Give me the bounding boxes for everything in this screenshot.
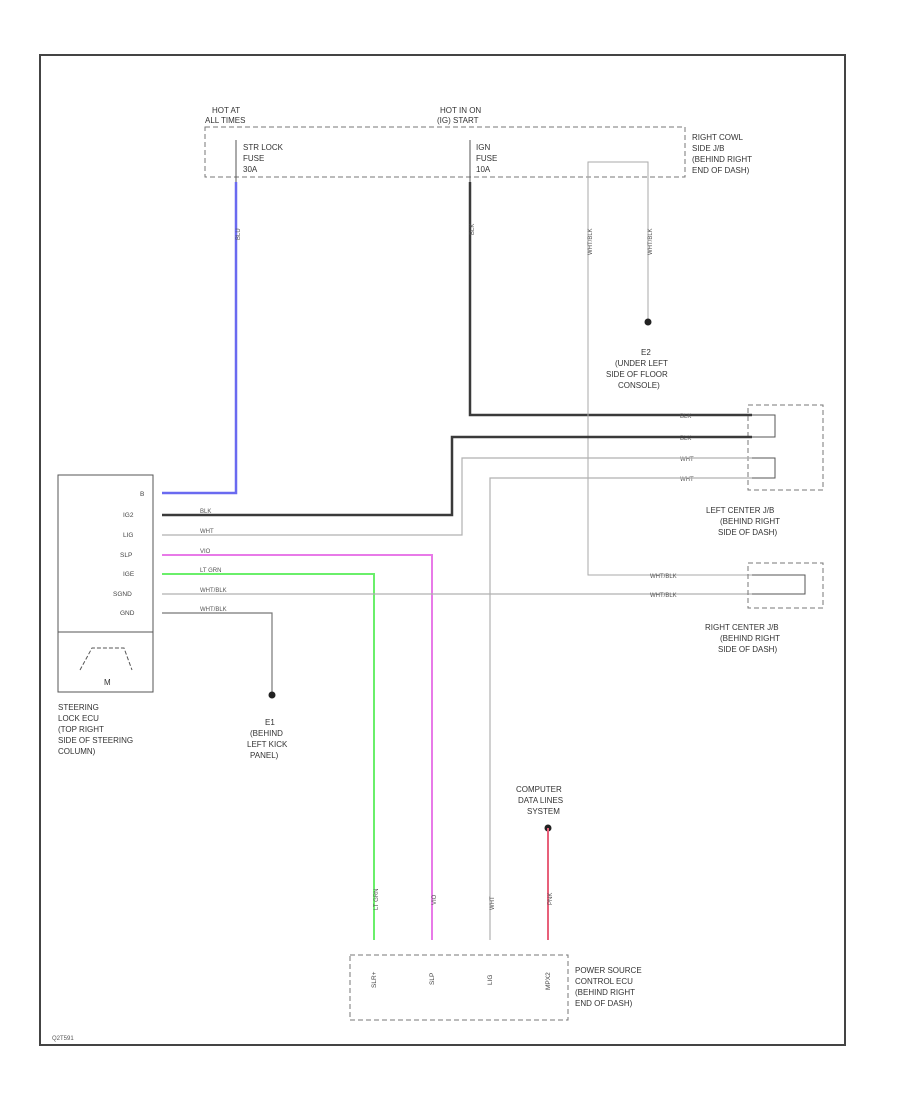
diagram-border <box>39 54 846 1046</box>
power-source-line2: CONTROL ECU <box>575 977 633 986</box>
fuse-right-line1: IGN <box>476 143 490 152</box>
header-right-line1: HOT IN ON <box>440 106 481 115</box>
power-source-line1: POWER SOURCE <box>575 966 642 975</box>
ecu-motor-symbol <box>79 647 133 671</box>
wire-label-vio-ps: VIO <box>432 894 438 905</box>
lcjb-line1: LEFT CENTER J/B <box>706 506 774 515</box>
rcjb-wire-label2: WHT/BLK <box>650 593 677 599</box>
ground-e2-line3: SIDE OF FLOOR <box>606 370 668 379</box>
lcjb-link1 <box>752 414 776 438</box>
wire-gnd-e1 <box>162 612 273 693</box>
wire-lig-wht-ecu <box>162 457 752 536</box>
ground-e2-line2: (UNDER LEFT <box>615 359 668 368</box>
wire-label-wht-lig: WHT <box>200 529 214 535</box>
ground-e1-line4: PANEL) <box>250 751 279 760</box>
wire-label-vio: VIO <box>200 549 211 555</box>
rcjb-line2: (BEHIND RIGHT <box>720 634 780 643</box>
steering-ecu-line2: LOCK ECU <box>58 714 99 723</box>
wire-label-ltgrn: LT GRN <box>200 568 221 574</box>
wire-label-wht-ps: WHT <box>490 896 496 910</box>
ecu-pin-lig: LIG <box>123 532 133 539</box>
jb-loop <box>587 161 649 182</box>
wire-sgnd-rcjb <box>587 182 752 576</box>
ecu-pin-slp: SLP <box>120 552 132 559</box>
rcjb-line3: SIDE OF DASH) <box>718 645 777 654</box>
computer-data-line1: COMPUTER <box>516 785 562 794</box>
ground-e2-dot <box>644 318 652 326</box>
ps-pin-slp: SLP <box>429 973 436 985</box>
ps-pin-mpx2: MPX2 <box>545 972 552 990</box>
rcjb-link <box>752 574 806 595</box>
ecu-motor-label: M <box>104 678 111 687</box>
fuse-right-line2: FUSE <box>476 154 497 163</box>
wire-ig2-blk <box>162 435 752 517</box>
header-left-line1: HOT AT <box>212 106 240 115</box>
steering-ecu-line5: COLUMN) <box>58 747 96 756</box>
wire-label-wht-blk-gnd: WHT/BLK <box>200 607 227 613</box>
right-cowl-line4: END OF DASH) <box>692 166 750 175</box>
header-right-line2: (IG) START <box>437 116 479 125</box>
ps-pin-lig: LIG <box>487 975 494 985</box>
computer-data-line3: SYSTEM <box>527 807 560 816</box>
wire-label-wht-blk-e2: WHT/BLK <box>648 228 654 255</box>
fuse-right-line3: 10A <box>476 165 491 174</box>
right-cowl-line3: (BEHIND RIGHT <box>692 155 752 164</box>
fuse-left-line1: STR LOCK <box>243 143 284 152</box>
wire-label-wht-blk-rcjb: WHT/BLK <box>588 228 594 255</box>
right-cowl-line2: SIDE J/B <box>692 144 724 153</box>
wire-label-blk-ign: BLK <box>470 224 476 235</box>
lcjb-line3: SIDE OF DASH) <box>718 528 777 537</box>
fuse-left-line3: 30A <box>243 165 258 174</box>
ecu-pin-ig2: IG2 <box>123 512 134 519</box>
right-center-jb-box <box>747 562 824 609</box>
right-cowl-jb-box <box>204 126 686 178</box>
wire-b-blu <box>162 182 238 495</box>
power-source-ecu-box <box>349 954 569 1021</box>
ground-e1-line3: LEFT KICK <box>247 740 288 749</box>
left-center-jb-box <box>747 404 824 491</box>
ground-e2-line1: E2 <box>641 348 651 357</box>
ecu-pin-ige: IGE <box>123 571 135 578</box>
lcjb-wire-label4: WHT <box>680 477 694 483</box>
wire-slp-vio <box>162 554 433 940</box>
steering-ecu-line1: STEERING <box>58 703 99 712</box>
wire-label-blu: BLU <box>236 228 242 240</box>
steering-ecu-line3: (TOP RIGHT <box>58 725 104 734</box>
fuse-left-line2: FUSE <box>243 154 264 163</box>
wire-ige-ltgrn <box>162 573 375 940</box>
right-cowl-line1: RIGHT COWL <box>692 133 744 142</box>
ecu-pin-gnd: GND <box>120 610 135 617</box>
rcjb-wire-label1: WHT/BLK <box>650 574 677 580</box>
ecu-pin-sgnd: SGND <box>113 591 132 598</box>
ground-e2-line4: CONSOLE) <box>618 381 660 390</box>
steering-lock-ecu-box <box>57 474 154 693</box>
power-source-line4: END OF DASH) <box>575 999 633 1008</box>
lcjb-wire-label1: BLK <box>680 414 691 420</box>
lcjb-line2: (BEHIND RIGHT <box>720 517 780 526</box>
steering-ecu-line4: SIDE OF STEERING <box>58 736 133 745</box>
wire-ign-blk <box>468 182 752 417</box>
rcjb-line1: RIGHT CENTER J/B <box>705 623 779 632</box>
wire-label-pnk: PNK <box>548 893 554 905</box>
lcjb-wire-label2: BLK <box>680 436 691 442</box>
wire-lig-wht-ps <box>489 477 752 940</box>
footer-code: Q2T591 <box>52 1036 74 1042</box>
lcjb-link2 <box>752 457 776 479</box>
power-source-line3: (BEHIND RIGHT <box>575 988 635 997</box>
wire-label-ltgrn-ps: LT GRN <box>374 889 380 910</box>
lcjb-wire-label3: WHT <box>680 457 694 463</box>
wire-label-blk-ig2: BLK <box>200 509 211 515</box>
ground-e1-line1: E1 <box>265 718 275 727</box>
ps-pin-slr: SLR+ <box>371 971 378 988</box>
ground-e1-dot <box>268 691 276 699</box>
wire-label-wht-blk-sgnd: WHT/BLK <box>200 588 227 594</box>
computer-data-line2: DATA LINES <box>518 796 563 805</box>
ecu-pin-b: B <box>140 491 144 498</box>
header-left-line2: ALL TIMES <box>205 116 245 125</box>
ground-e1-line2: (BEHIND <box>250 729 283 738</box>
